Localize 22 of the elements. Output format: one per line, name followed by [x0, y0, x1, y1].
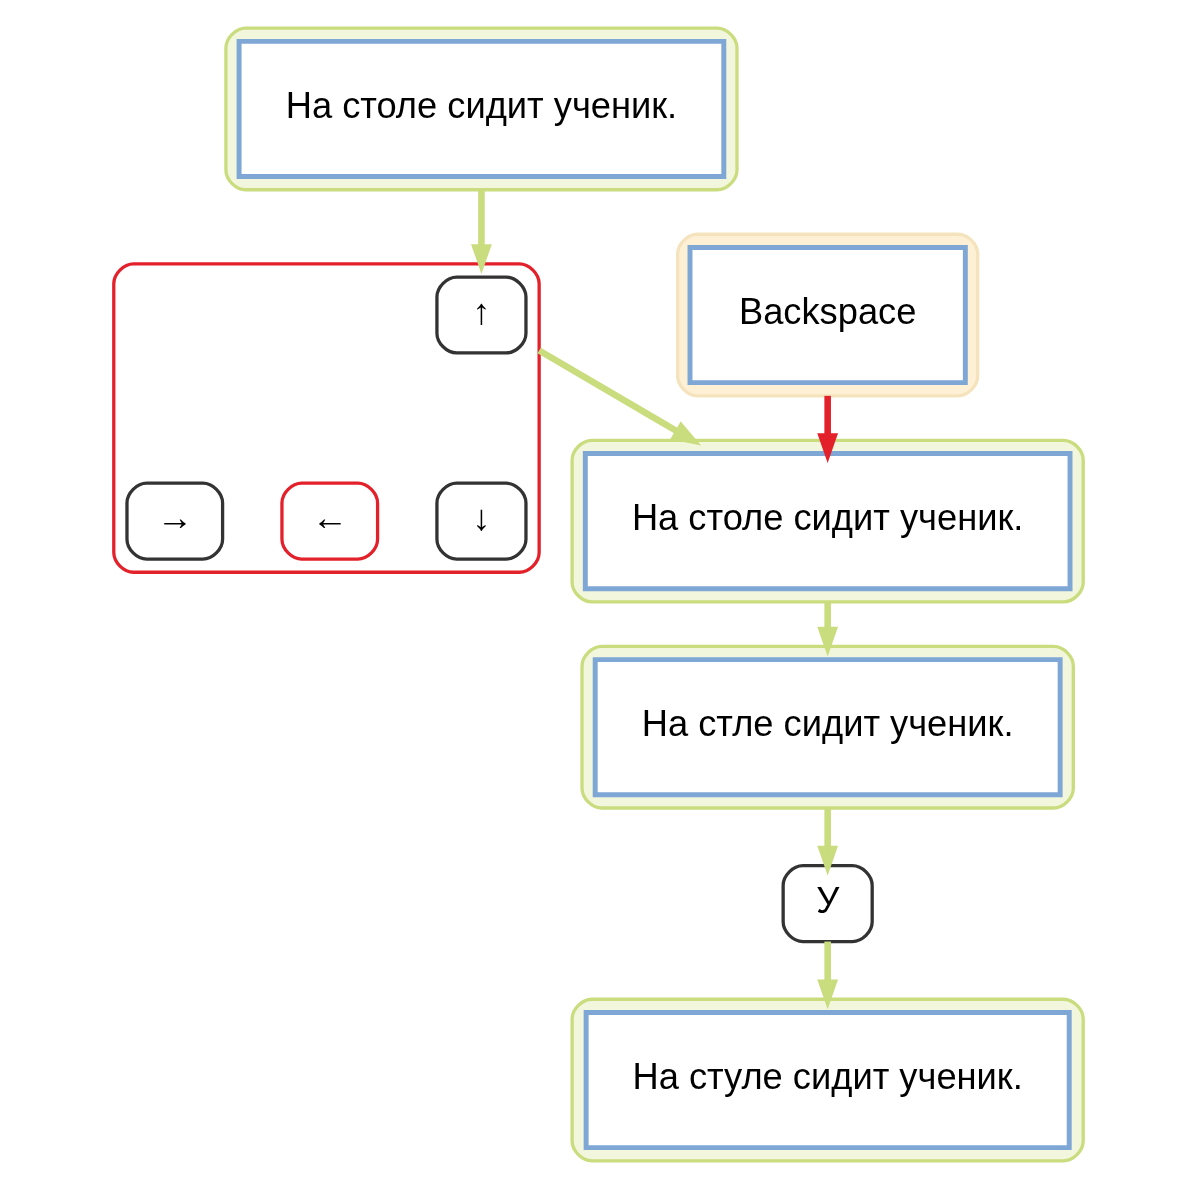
arrow [537, 347, 701, 446]
cluster [569, 997, 1085, 1163]
cluster [223, 26, 739, 192]
arrow [816, 395, 838, 463]
node-box: На столе сидит ученик. [582, 451, 1072, 592]
node-box: На столе сидит ученик. [236, 38, 726, 180]
arrow [816, 808, 838, 876]
arrow [470, 189, 492, 274]
node-box: Backspace [687, 244, 968, 386]
node-box: ← [279, 481, 379, 561]
node-box: На стле сидит ученик. [592, 657, 1063, 798]
node-box: → [124, 481, 224, 561]
arrow [816, 601, 838, 657]
node-box: ↑ [434, 275, 528, 355]
cluster [675, 232, 979, 398]
cluster [579, 644, 1075, 810]
cluster [111, 262, 541, 574]
node-box: У [781, 864, 874, 944]
node-box: На стуле сидит ученик. [583, 1009, 1072, 1151]
node-box: ↓ [434, 481, 528, 561]
arrow [816, 941, 838, 1010]
cluster [569, 438, 1085, 604]
